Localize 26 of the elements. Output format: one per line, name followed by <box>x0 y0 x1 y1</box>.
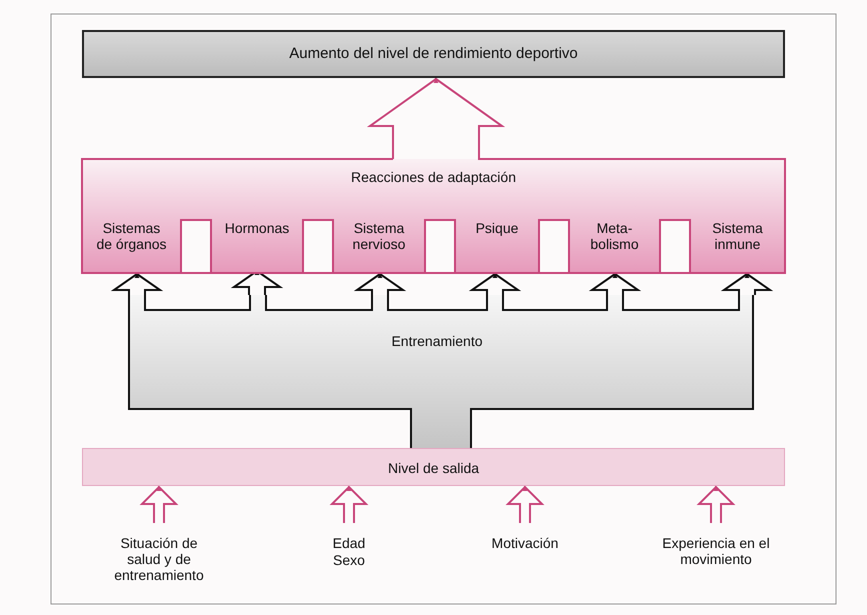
system-label: Sistemas de órganos <box>82 212 181 273</box>
block-arrow <box>110 272 164 296</box>
node-label: Sexo <box>332 552 366 568</box>
system-label: Sistema nervioso <box>333 212 425 273</box>
node-label: Reacciones de adaptación <box>350 169 517 185</box>
adaptation-band <box>82 159 785 273</box>
block-arrow <box>366 77 506 160</box>
node-label: Entrenamiento <box>390 333 484 349</box>
block-arrow <box>330 484 368 524</box>
result-box: Aumento del nivel de rendimiento deportivo <box>82 30 785 78</box>
block-arrow <box>354 272 406 296</box>
factor-label: Situación de salud y de entrenamiento <box>99 535 219 589</box>
block-arrow <box>588 272 642 296</box>
block-arrow <box>140 484 178 524</box>
factor-label: Experiencia en el movimiento <box>651 535 781 571</box>
block-arrow <box>468 272 522 296</box>
block-arrow <box>696 484 736 524</box>
system-label: Sistema inmune <box>690 212 785 273</box>
factor-label: Motivación <box>475 535 575 555</box>
node-label: Edad <box>332 535 366 551</box>
system-label: Hormonas <box>211 212 303 274</box>
system-label: Meta- bolismo <box>569 212 660 273</box>
baseline-band: Nivel de salida <box>82 448 785 486</box>
system-label: Psique <box>455 212 539 273</box>
block-arrow <box>720 272 774 296</box>
block-arrow <box>506 484 544 524</box>
